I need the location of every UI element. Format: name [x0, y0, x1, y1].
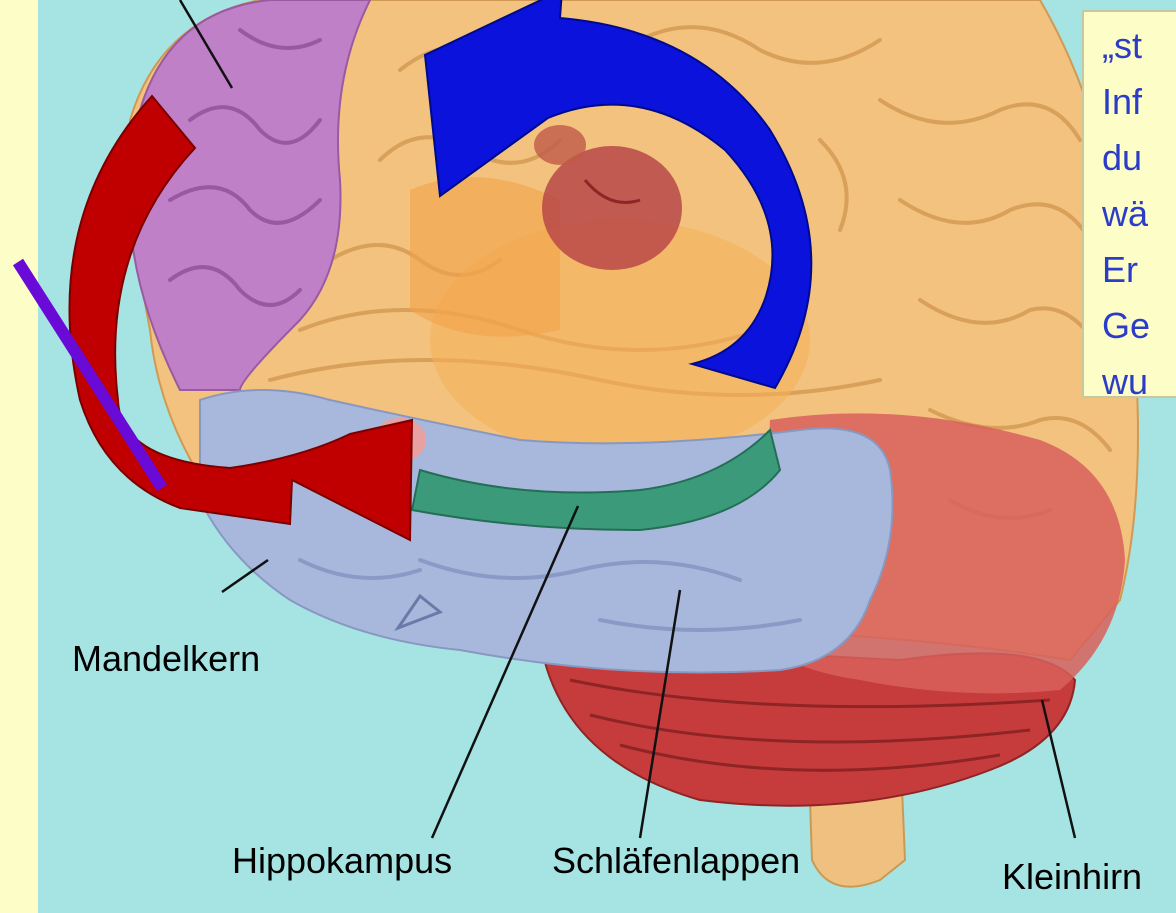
callout-line: Er	[1102, 242, 1176, 298]
callout-box: „st Inf du wä Er Ge wu	[1082, 10, 1176, 398]
callout-line: Inf	[1102, 74, 1176, 130]
callout-line: „st	[1102, 18, 1176, 74]
orange-structure	[410, 177, 560, 337]
label-kleinhirn: Kleinhirn	[1002, 856, 1142, 898]
label-mandelkern: Mandelkern	[72, 638, 260, 680]
callout-line: Ge	[1102, 298, 1176, 354]
label-hippokampus: Hippokampus	[232, 840, 452, 882]
label-schlaefenlappen: Schläfenlappen	[552, 840, 800, 882]
callout-line: wä	[1102, 186, 1176, 242]
callout-line: du	[1102, 130, 1176, 186]
callout-line: wu	[1102, 354, 1176, 398]
